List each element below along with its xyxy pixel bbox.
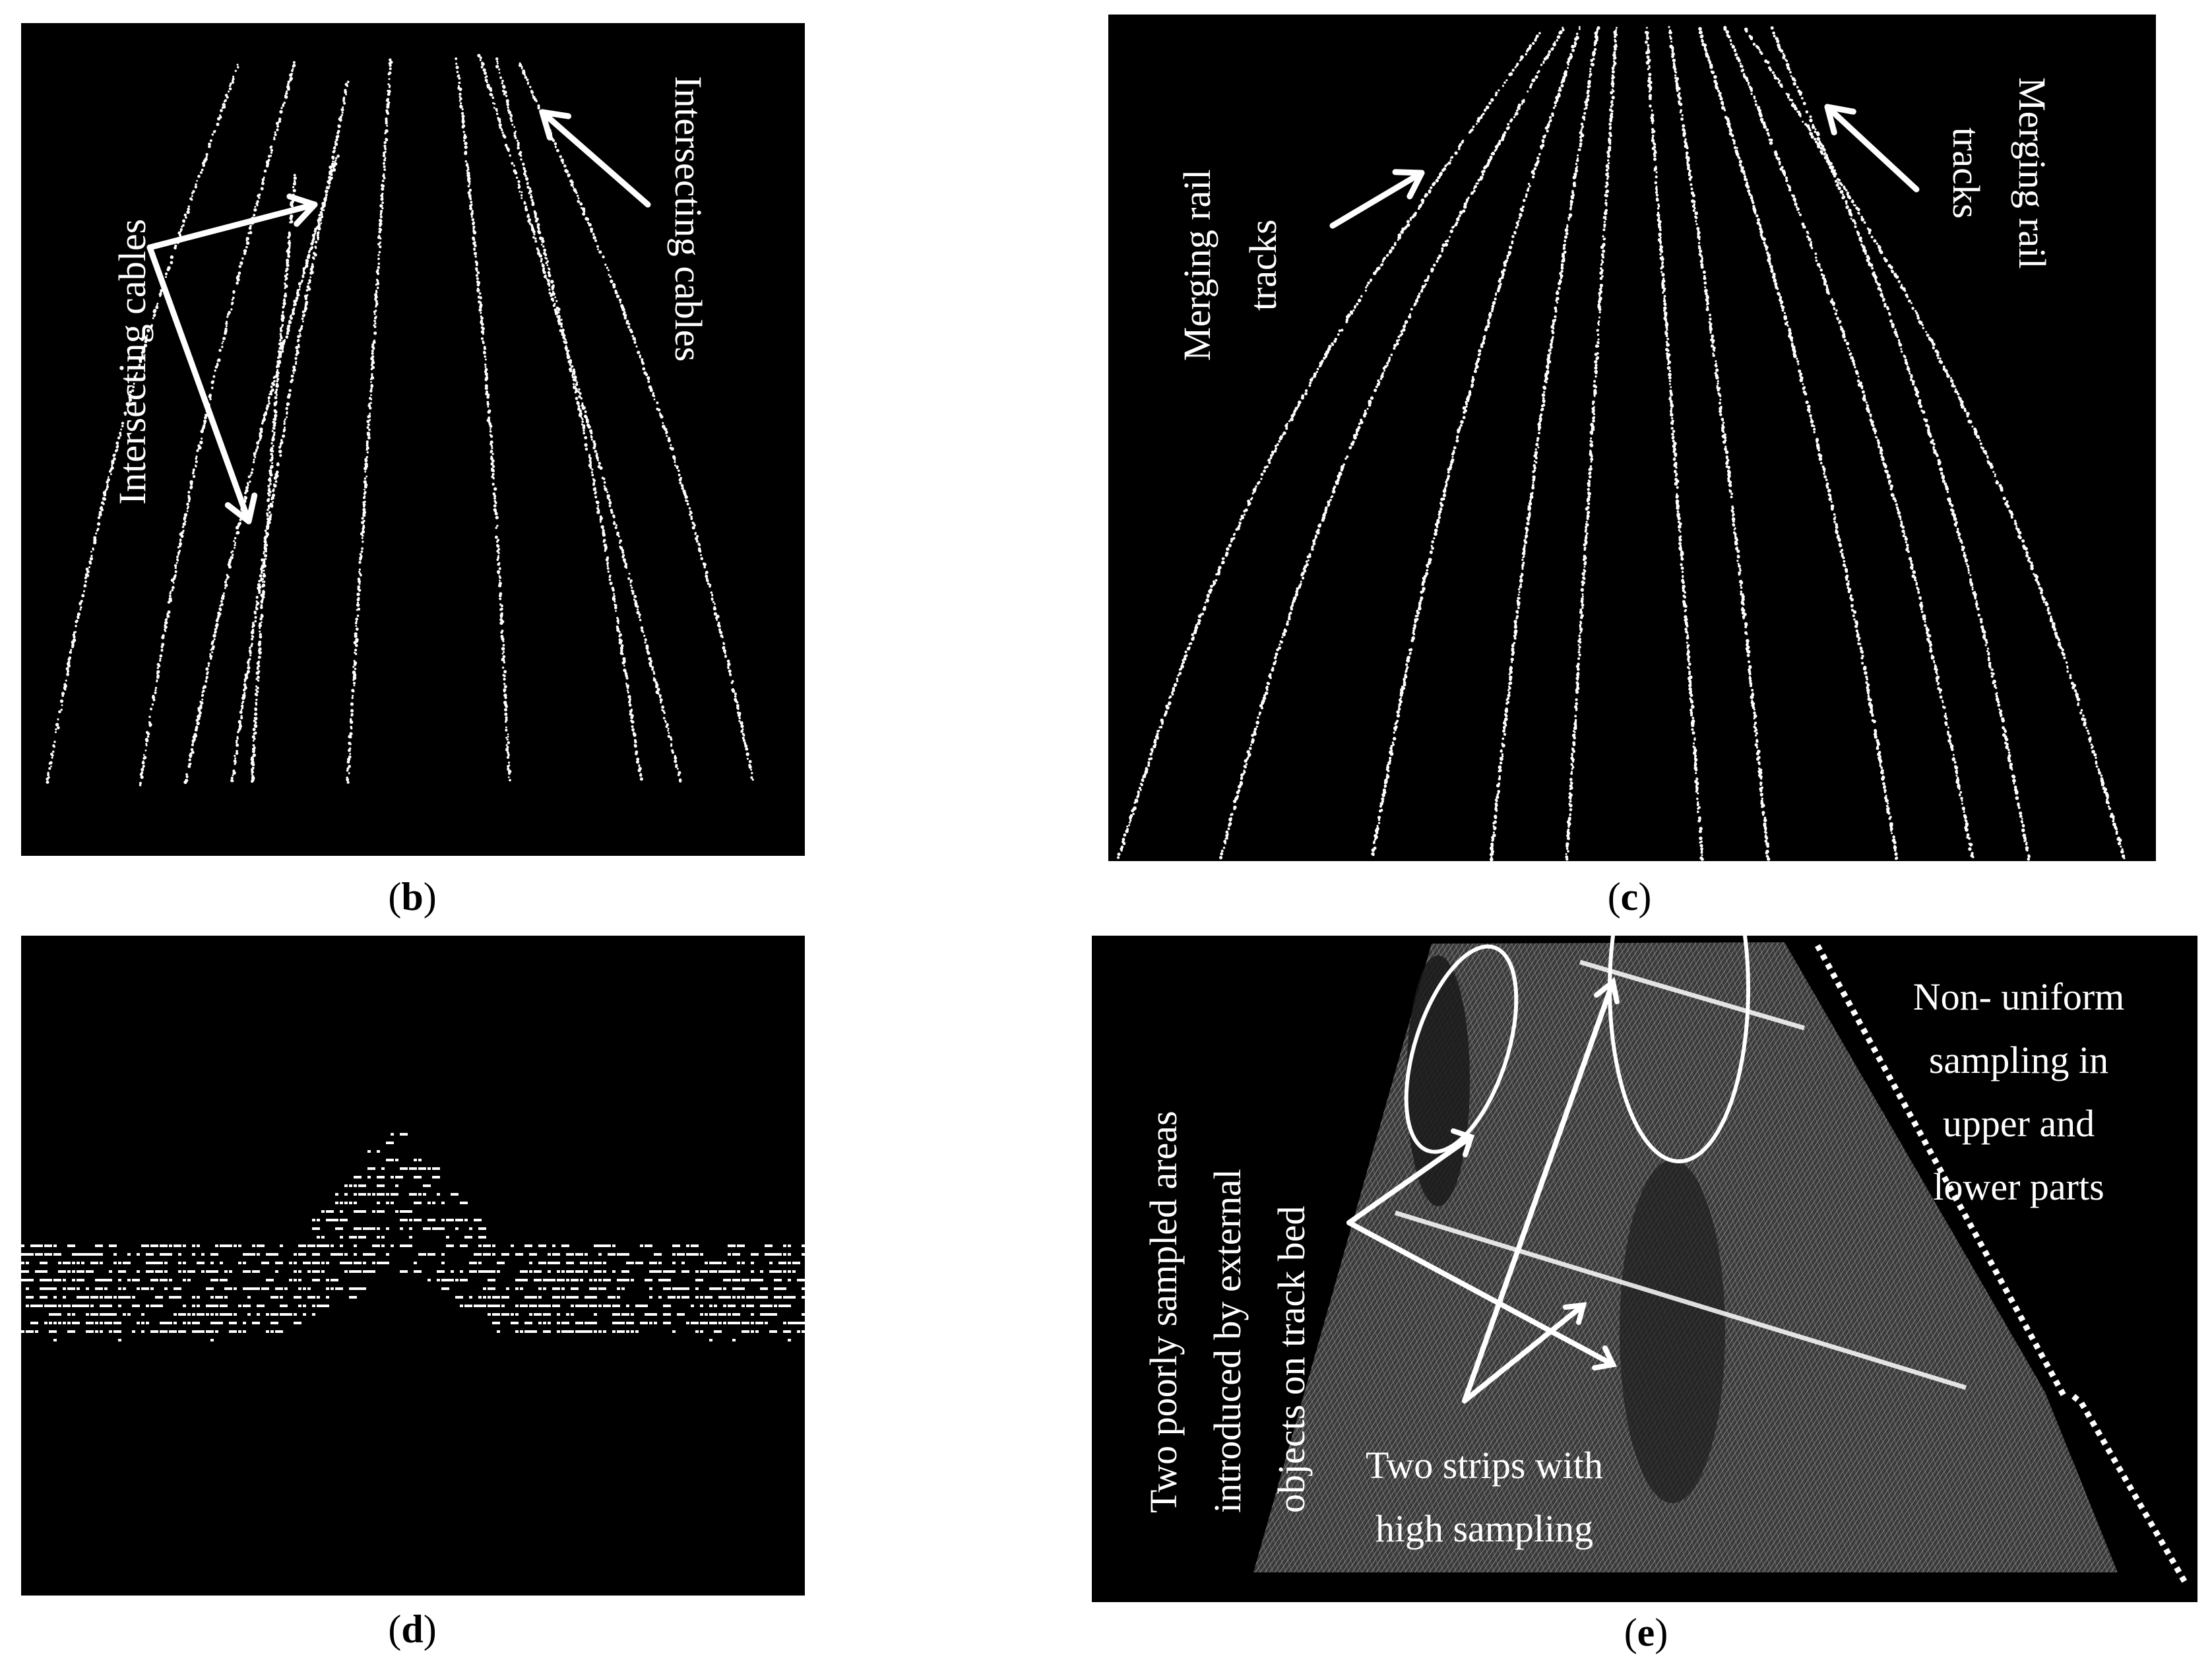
panel-c-caption: (c) bbox=[1607, 875, 1652, 919]
panel-d-caption: (d) bbox=[388, 1607, 437, 1651]
panel-c-image: Merging rail tracks Merging rail tracks bbox=[1108, 15, 2156, 861]
panel-b-label-right: Intersecting cables bbox=[667, 76, 710, 362]
arrow-intersect-1 bbox=[146, 193, 318, 251]
arrow-merging-2 bbox=[1824, 104, 1920, 193]
rail-line-3 bbox=[1371, 26, 1581, 856]
cross-section-points bbox=[21, 1133, 805, 1341]
rail-line-11 bbox=[1770, 26, 2031, 861]
rail-line-2 bbox=[1219, 26, 1565, 860]
rail-line-1 bbox=[1117, 32, 1541, 859]
rail-line-4 bbox=[1489, 26, 1600, 861]
arrow-intersect-3 bbox=[539, 109, 651, 208]
panel-e-vertical-note: Two poorly sampled areas introduced by e… bbox=[1142, 1111, 1313, 1513]
rail-line-5 bbox=[1565, 26, 1618, 861]
panel-e-strips-note: Two strips with high sampling bbox=[1365, 1444, 1604, 1550]
cable-line-2 bbox=[139, 61, 296, 787]
poorly-sampled-area-1 bbox=[1404, 944, 1519, 1154]
panel-c-label-right: Merging rail tracks bbox=[1945, 77, 2054, 269]
panel-b-point-cloud bbox=[46, 53, 754, 787]
arrow-group-strips bbox=[1462, 977, 1620, 1404]
panel-c-point-cloud bbox=[1117, 26, 2126, 861]
arrow-intersect-2 bbox=[146, 244, 258, 525]
rail-line-6 bbox=[1644, 26, 1704, 861]
rail-line-7 bbox=[1668, 26, 1771, 861]
cable-line-4 bbox=[346, 58, 393, 784]
panel-d-point-cloud bbox=[21, 1133, 805, 1341]
rail-line-9 bbox=[1723, 26, 1975, 858]
rail-line-10 bbox=[1744, 27, 2126, 860]
panel-b-label-left: Intersecting cables bbox=[111, 218, 154, 505]
cable-line-7 bbox=[455, 57, 512, 782]
cable-line-8 bbox=[495, 57, 643, 781]
panel-e-point-cloud bbox=[1253, 936, 2190, 1588]
arrow-merging-1 bbox=[1329, 169, 1425, 229]
cable-line-6 bbox=[250, 174, 297, 783]
high-sampling-strip-1 bbox=[1579, 959, 1805, 1031]
arrow-group-poor-areas bbox=[1346, 1128, 1617, 1371]
panel-b-caption: (b) bbox=[388, 875, 437, 919]
panel-c-label-left: Merging rail tracks bbox=[1176, 169, 1284, 361]
high-sampling-strip-2 bbox=[1394, 1210, 1967, 1390]
panel-e-nonuniform-note: Non- uniform sampling in upper and lower… bbox=[1912, 975, 2125, 1208]
non-uniform-boundary bbox=[1815, 944, 2068, 1400]
rail-line-8 bbox=[1698, 26, 1899, 860]
cable-line-3 bbox=[230, 81, 350, 783]
panel-e-caption: (e) bbox=[1624, 1611, 1668, 1654]
cable-line-5 bbox=[183, 154, 340, 785]
cable-line-9 bbox=[519, 62, 754, 781]
panel-d-image bbox=[21, 936, 805, 1596]
panel-b-image: Intersecting cables Intersecting cables bbox=[21, 23, 805, 856]
cable-line-10 bbox=[477, 53, 682, 783]
panel-e-image: Two poorly sampled areas introduced by e… bbox=[1092, 936, 2197, 1602]
